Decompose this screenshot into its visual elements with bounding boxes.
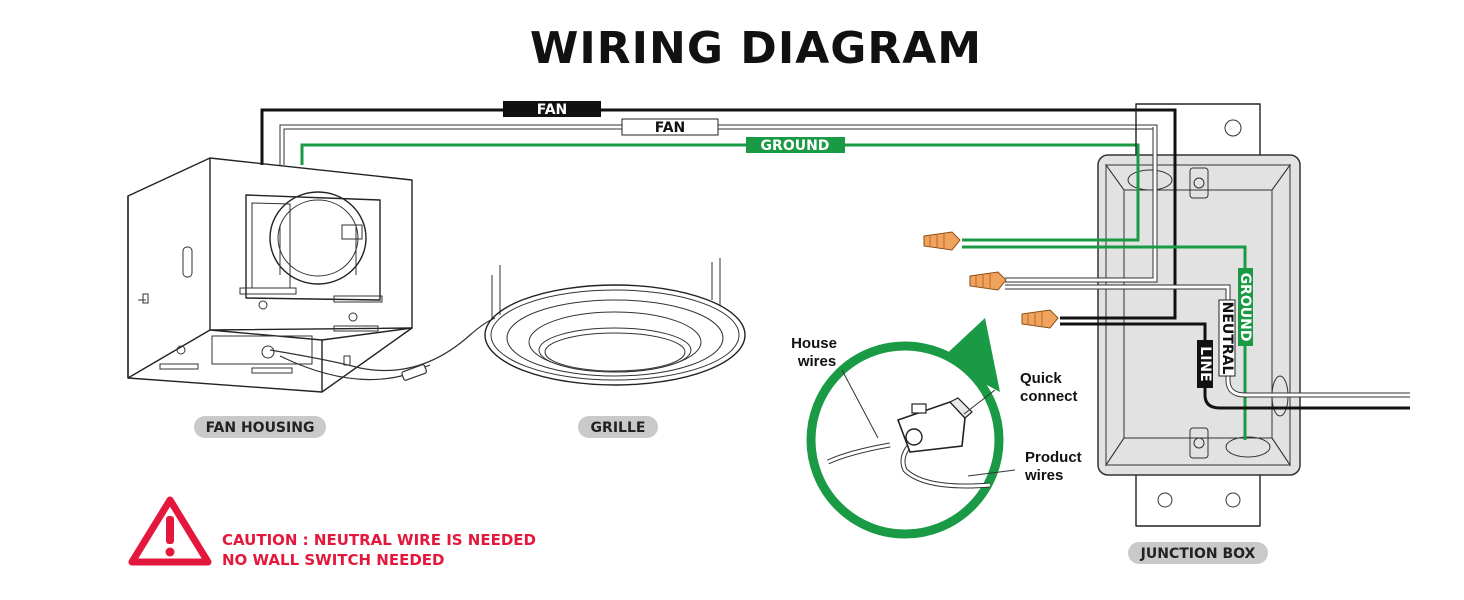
house-wires-label-1: House [791,335,837,352]
product-wires-label-1: Product [1025,449,1082,466]
svg-text:FAN HOUSING: FAN HOUSING [206,420,315,436]
svg-text:FAN: FAN [655,120,686,136]
caution-line-2: NO WALL SWITCH NEEDED [222,551,445,569]
fan-white-wire-outline [279,124,1158,283]
neutral-tag: NEUTRAL [1218,299,1236,377]
quick-connect-label-1: Quick [1020,370,1062,387]
svg-text:NEUTRAL: NEUTRAL [1219,302,1235,375]
fan-housing-label: FAN HOUSING [194,416,326,438]
junction-box-illustration [1097,103,1301,527]
caution-line-1: CAUTION : NEUTRAL WIRE IS NEEDED [222,531,536,549]
wire-nut-line [1021,309,1059,329]
quick-connect-label-2: connect [1020,388,1078,405]
grille-label: GRILLE [578,416,658,438]
ground-tag: GROUND [746,137,845,154]
warning-triangle-icon [128,496,212,566]
product-wires-label-2: wires [1024,467,1063,484]
junction-box-label: JUNCTION BOX [1128,542,1268,564]
svg-text:GROUND: GROUND [761,138,830,154]
svg-text:LINE: LINE [1197,346,1213,381]
ground-vertical-tag: GROUND [1237,268,1253,346]
grille-illustration [484,258,746,386]
fan-housing-illustration [127,157,496,393]
wire-nut-neutral [969,271,1007,291]
house-wires-label-2: wires [797,353,836,370]
wire-nut-ground [923,231,961,251]
fan-white-tag: FAN [621,118,719,136]
svg-text:GRILLE: GRILLE [591,420,646,436]
svg-text:JUNCTION BOX: JUNCTION BOX [1140,546,1256,562]
page-title: WIRING DIAGRAM [530,23,982,74]
line-tag: LINE [1197,340,1213,388]
quick-connect-detail [806,318,1016,539]
ground-wire [300,143,1140,242]
fan-black-tag: FAN [503,101,601,118]
svg-text:GROUND: GROUND [1237,273,1253,342]
svg-text:FAN: FAN [537,102,568,118]
